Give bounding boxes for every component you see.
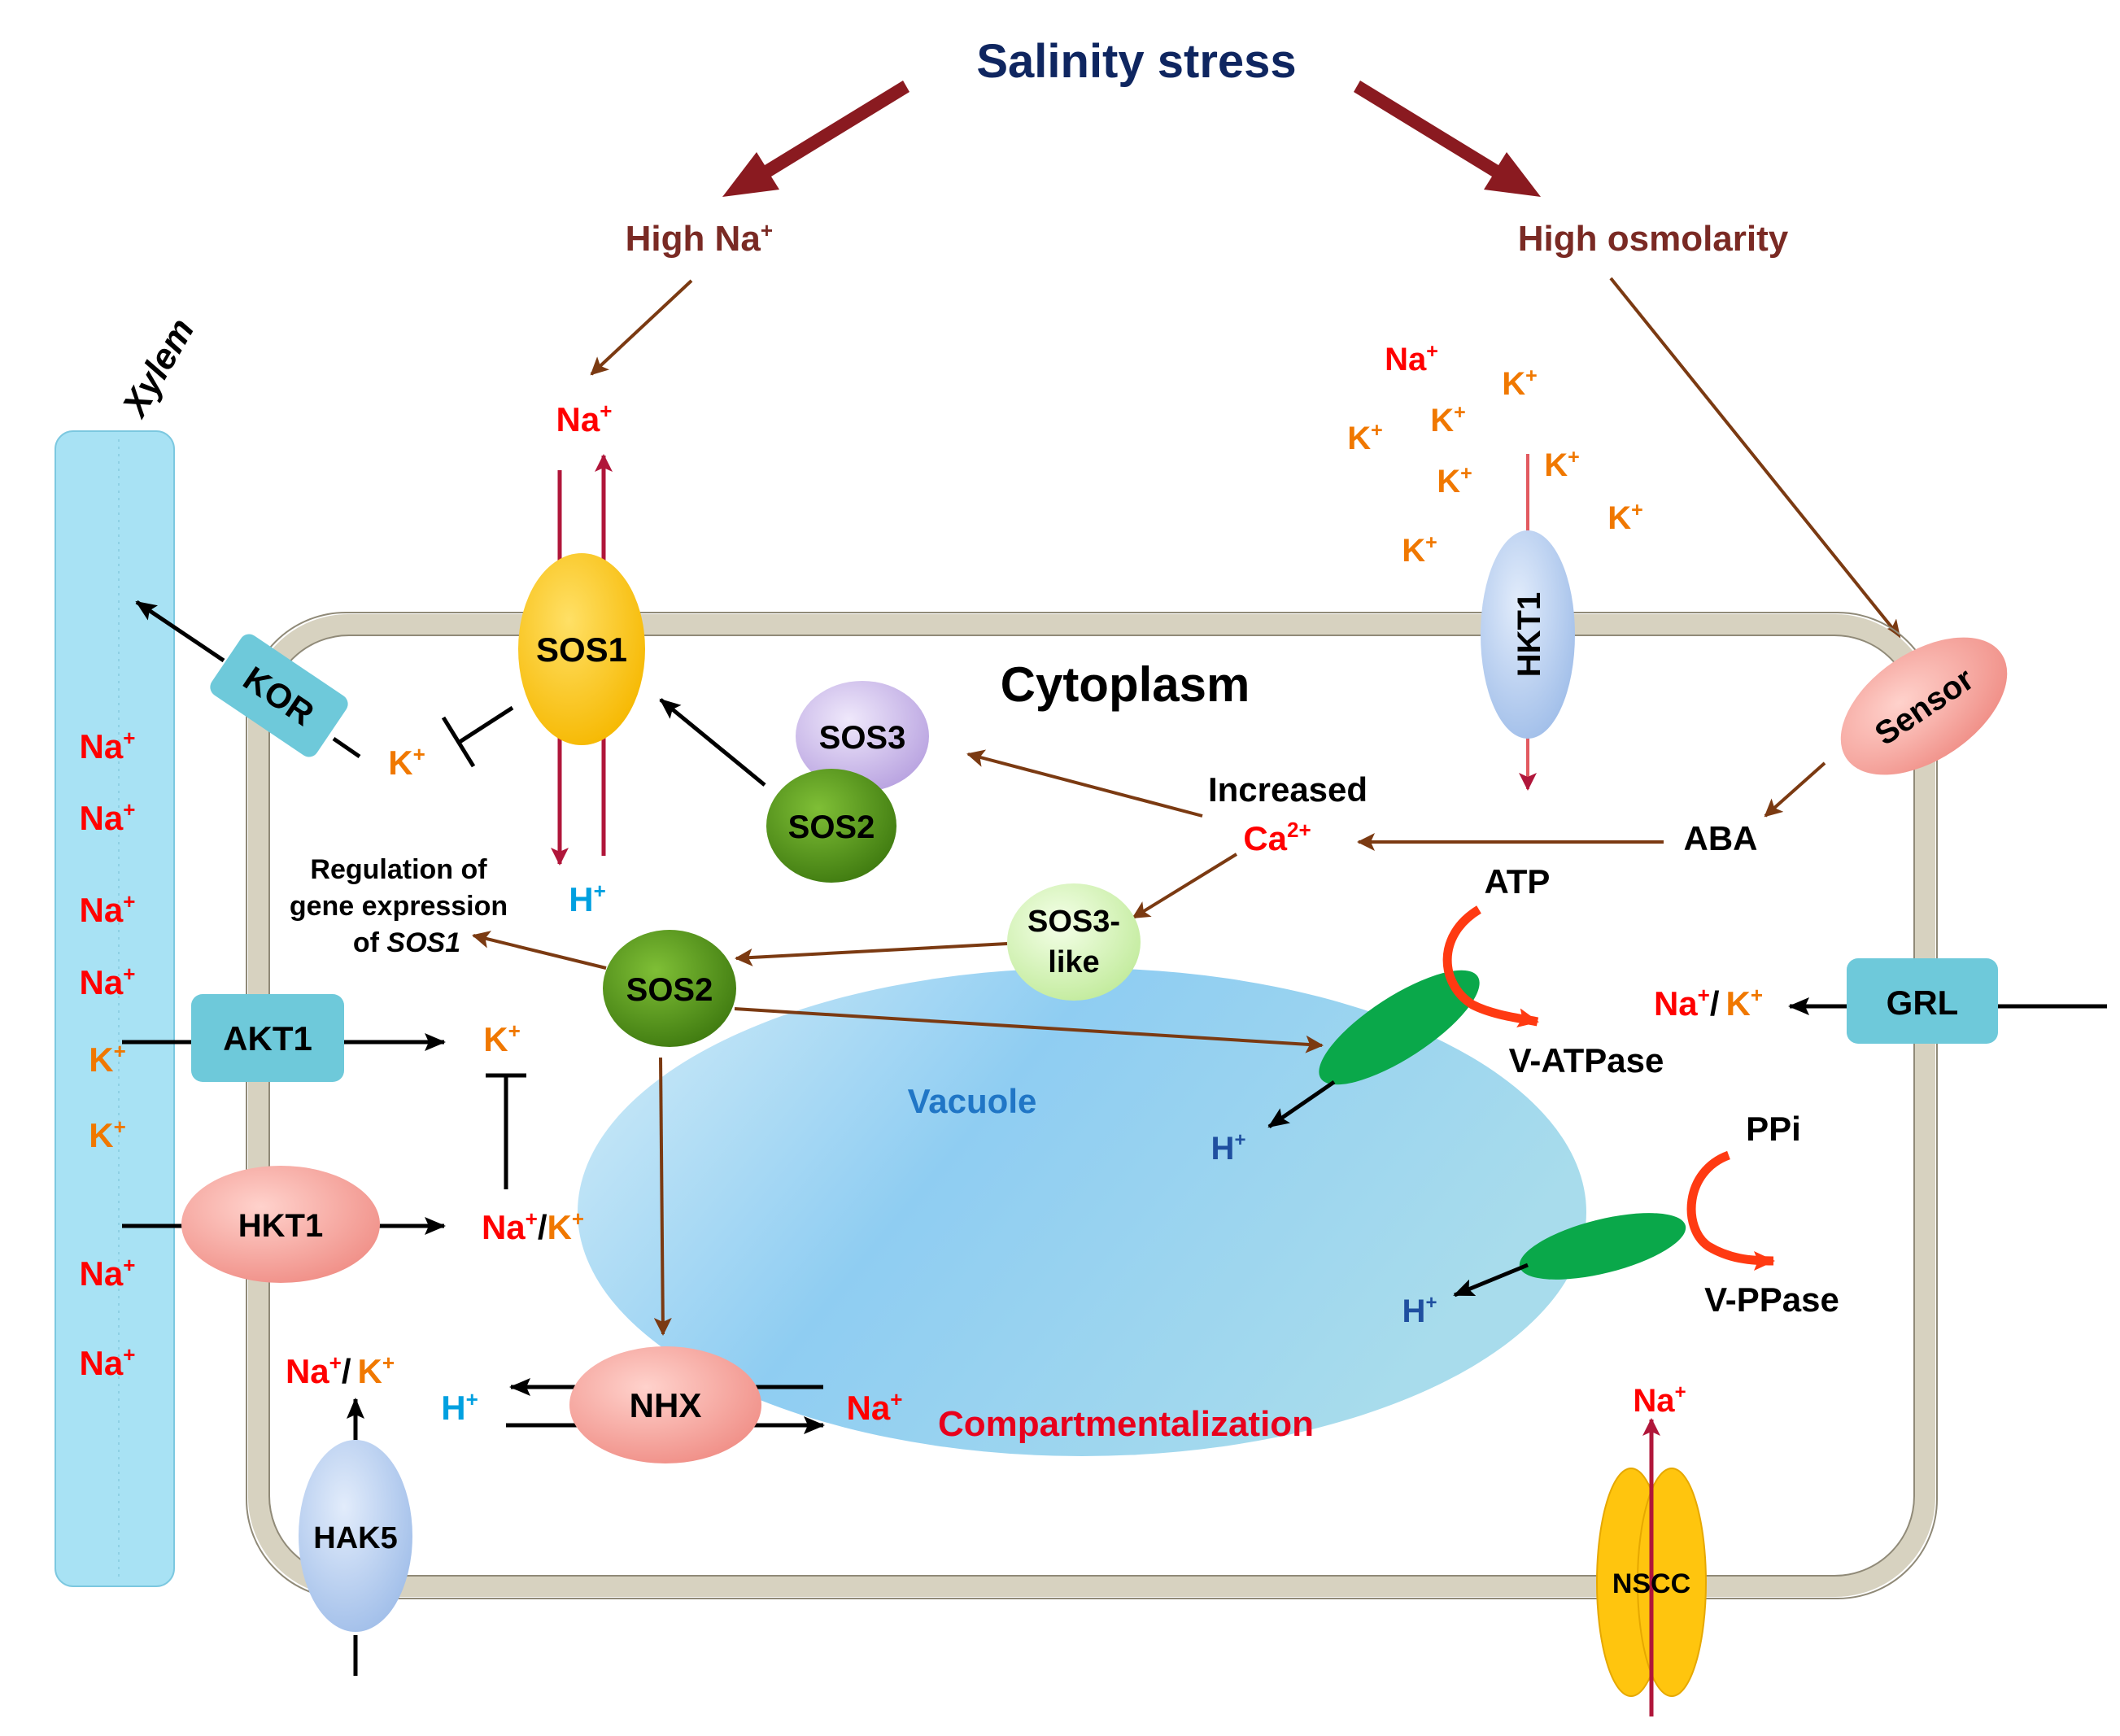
stress-arrow-left xyxy=(722,81,910,197)
grl-ions-label: Na+/K+ xyxy=(1654,983,1763,1023)
sos2-protein-complex[interactable] xyxy=(766,769,896,883)
v-atpase-h-label: H+ xyxy=(1211,1129,1246,1167)
arrow-sos2-to-vatpase xyxy=(734,1007,1324,1053)
hkt1-left-label: HKT1 xyxy=(238,1208,323,1244)
hkt1-left-ions-label: Na+/K+ xyxy=(482,1206,584,1246)
xylem-ion: Na+ xyxy=(80,797,136,837)
akt1-channel[interactable] xyxy=(191,994,344,1082)
hkt1-left-transporter[interactable] xyxy=(181,1166,380,1283)
sos2-label: SOS2 xyxy=(626,972,713,1008)
nhx-label: NHX xyxy=(630,1386,702,1424)
hkt1-ion: K+ xyxy=(1502,364,1538,402)
cell-membrane xyxy=(248,614,1935,1597)
stress-arrow-right xyxy=(1354,81,1541,197)
hkt1-ion: K+ xyxy=(1544,446,1580,483)
sos1-h-label: H+ xyxy=(569,879,606,918)
xylem-ion: Na+ xyxy=(80,726,136,765)
compartmentalization-label: Compartmentalization xyxy=(938,1404,1314,1444)
inhibit-sos1-k xyxy=(458,705,514,744)
sos1-label: SOS1 xyxy=(536,630,627,669)
regulation-line-3: of SOS1 xyxy=(353,927,460,958)
hak5-label: HAK5 xyxy=(313,1521,397,1555)
hak5-transporter[interactable] xyxy=(299,1440,412,1632)
arrow-sensor-to-aba xyxy=(1764,761,1826,818)
arrow-sos3like-to-sos2 xyxy=(735,942,1008,966)
nscc-na-label: Na+ xyxy=(1633,1381,1686,1419)
nscc-channel-right[interactable] xyxy=(1637,1468,1707,1697)
regulation-line-2: gene expression xyxy=(290,891,508,922)
aba-label: ABA xyxy=(1684,819,1758,857)
arrow-complex-to-sos1 xyxy=(659,698,766,787)
akt1-k-label: K+ xyxy=(483,1018,521,1058)
sos1-na-label: Na+ xyxy=(556,399,613,438)
arrow-sos2-to-regulation xyxy=(472,931,607,970)
cytoplasm-label: Cytoplasm xyxy=(1001,657,1250,712)
sos2-complex-label: SOS2 xyxy=(788,809,875,845)
vacuole xyxy=(578,968,1586,1456)
grl-label: GRL xyxy=(1887,984,1959,1022)
sos2-protein[interactable] xyxy=(603,930,736,1047)
nhx-h-label: H+ xyxy=(441,1387,478,1427)
xylem-ion: Na+ xyxy=(80,962,136,1001)
arrow-kor-to-xylem xyxy=(135,600,225,663)
sensor[interactable]: Sensor xyxy=(1817,609,2031,803)
akt1-label: AKT1 xyxy=(223,1019,312,1058)
sos3-like-label-2: like xyxy=(1048,945,1099,979)
hkt1-ion: K+ xyxy=(1402,531,1437,569)
xylem-ion-list: Na+ Na+ Na+ Na+ K+ K+ Na+ Na+ xyxy=(80,726,136,1382)
sos1-transporter[interactable] xyxy=(518,553,645,745)
xylem-ion: Na+ xyxy=(80,1253,136,1293)
arrow-highna-to-na xyxy=(590,279,693,376)
atp-label: ATP xyxy=(1485,862,1551,901)
atp-curve xyxy=(1442,905,1539,1028)
v-ppase-label: V-PPase xyxy=(1704,1280,1839,1319)
xylem-ion: Na+ xyxy=(80,1342,136,1382)
xylem-ion: K+ xyxy=(89,1114,126,1154)
high-na-label: High Na+ xyxy=(626,218,773,259)
xylem-ion: K+ xyxy=(89,1039,126,1079)
arrow-osm-to-sensor xyxy=(1609,277,1901,639)
sos3-like-label-1: SOS3- xyxy=(1027,905,1120,939)
hkt1-ion: K+ xyxy=(1607,499,1643,536)
arrow-ca-to-sos3like xyxy=(1132,853,1238,919)
grl-channel[interactable] xyxy=(1847,958,1998,1044)
sos3-label: SOS3 xyxy=(819,720,906,756)
regulation-line-1: Regulation of xyxy=(310,854,487,885)
hkt1-top-transporter[interactable] xyxy=(1481,530,1575,739)
xylem-label: Xylem xyxy=(114,312,203,425)
hkt1-ion: K+ xyxy=(1430,401,1466,438)
ppi-label: PPi xyxy=(1746,1110,1801,1148)
high-osmolarity-label: High osmolarity xyxy=(1518,219,1789,259)
ca-label: Ca2+ xyxy=(1243,818,1311,857)
arrow-ca-to-sos3 xyxy=(966,749,1203,818)
hkt1-top-label: HKT1 xyxy=(1511,592,1547,677)
hkt1-ion: K+ xyxy=(1347,419,1383,456)
v-ppase-pump[interactable] xyxy=(1513,1200,1692,1293)
xylem-ion: Na+ xyxy=(80,889,136,929)
hkt1-ion-cluster: Na+K+K+K+K+K+K+K+ xyxy=(1347,340,1643,569)
sos3-like-protein[interactable] xyxy=(1007,883,1141,1001)
hkt1-ion: K+ xyxy=(1437,462,1472,499)
hak5-ions-label: Na+/K+ xyxy=(286,1350,395,1390)
title: Salinity stress xyxy=(976,35,1296,88)
v-ppase-h-label: H+ xyxy=(1402,1292,1437,1329)
ppi-curve xyxy=(1686,1150,1775,1271)
nhx-transporter[interactable] xyxy=(569,1346,761,1463)
v-atpase-pump[interactable] xyxy=(1304,950,1494,1104)
nhx-na-label: Na+ xyxy=(847,1387,903,1427)
vacuole-label: Vacuole xyxy=(908,1082,1037,1120)
sos3-protein[interactable] xyxy=(796,681,929,792)
increased-label: Increased xyxy=(1208,770,1368,809)
hkt1-ion: Na+ xyxy=(1385,340,1438,377)
kor-k-label: K+ xyxy=(388,742,425,782)
arrow-sos2-to-nhx xyxy=(653,1057,672,1336)
nscc-label: NSCC xyxy=(1612,1568,1690,1599)
v-atpase-label: V-ATPase xyxy=(1509,1041,1664,1080)
xylem-vessel xyxy=(55,430,175,1587)
